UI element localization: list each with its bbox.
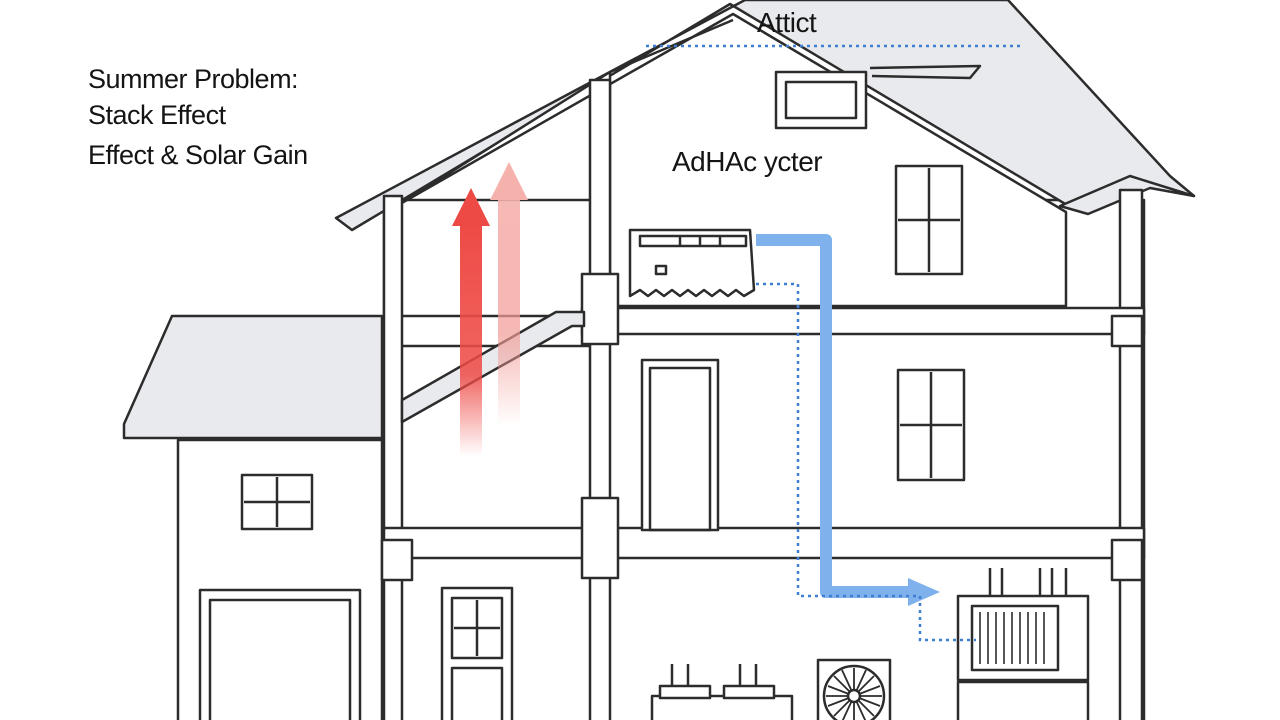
- garage-door: [198, 588, 362, 720]
- title-line-3: Effect & Solar Gain: [88, 140, 308, 170]
- faded-heat-arrow: [490, 162, 528, 426]
- center-column: [588, 78, 612, 720]
- hvac-system-label: AdHAc ycter: [672, 146, 823, 177]
- attic-vent: [774, 70, 868, 130]
- hvac-duct: [756, 234, 912, 598]
- stair-duct: [400, 310, 586, 424]
- window-ac-unit: [956, 594, 1090, 682]
- second-floor: [382, 526, 1146, 560]
- title-line-1: Summer Problem:: [88, 64, 299, 94]
- attic-floor: [580, 306, 1146, 336]
- dotted-duct: [756, 282, 976, 642]
- fan-icon: [822, 664, 886, 720]
- up-arrow-icon: [452, 188, 490, 456]
- furnace-unit: [650, 694, 794, 720]
- title-line-2: Stack Effect: [88, 100, 226, 130]
- hvac-unit: [628, 228, 756, 298]
- garage-roof: [122, 314, 384, 440]
- interior-door: [640, 358, 720, 532]
- left-wall-column: [382, 194, 404, 720]
- right-arrow-icon: [908, 578, 940, 606]
- attic-label: Attict: [757, 7, 817, 38]
